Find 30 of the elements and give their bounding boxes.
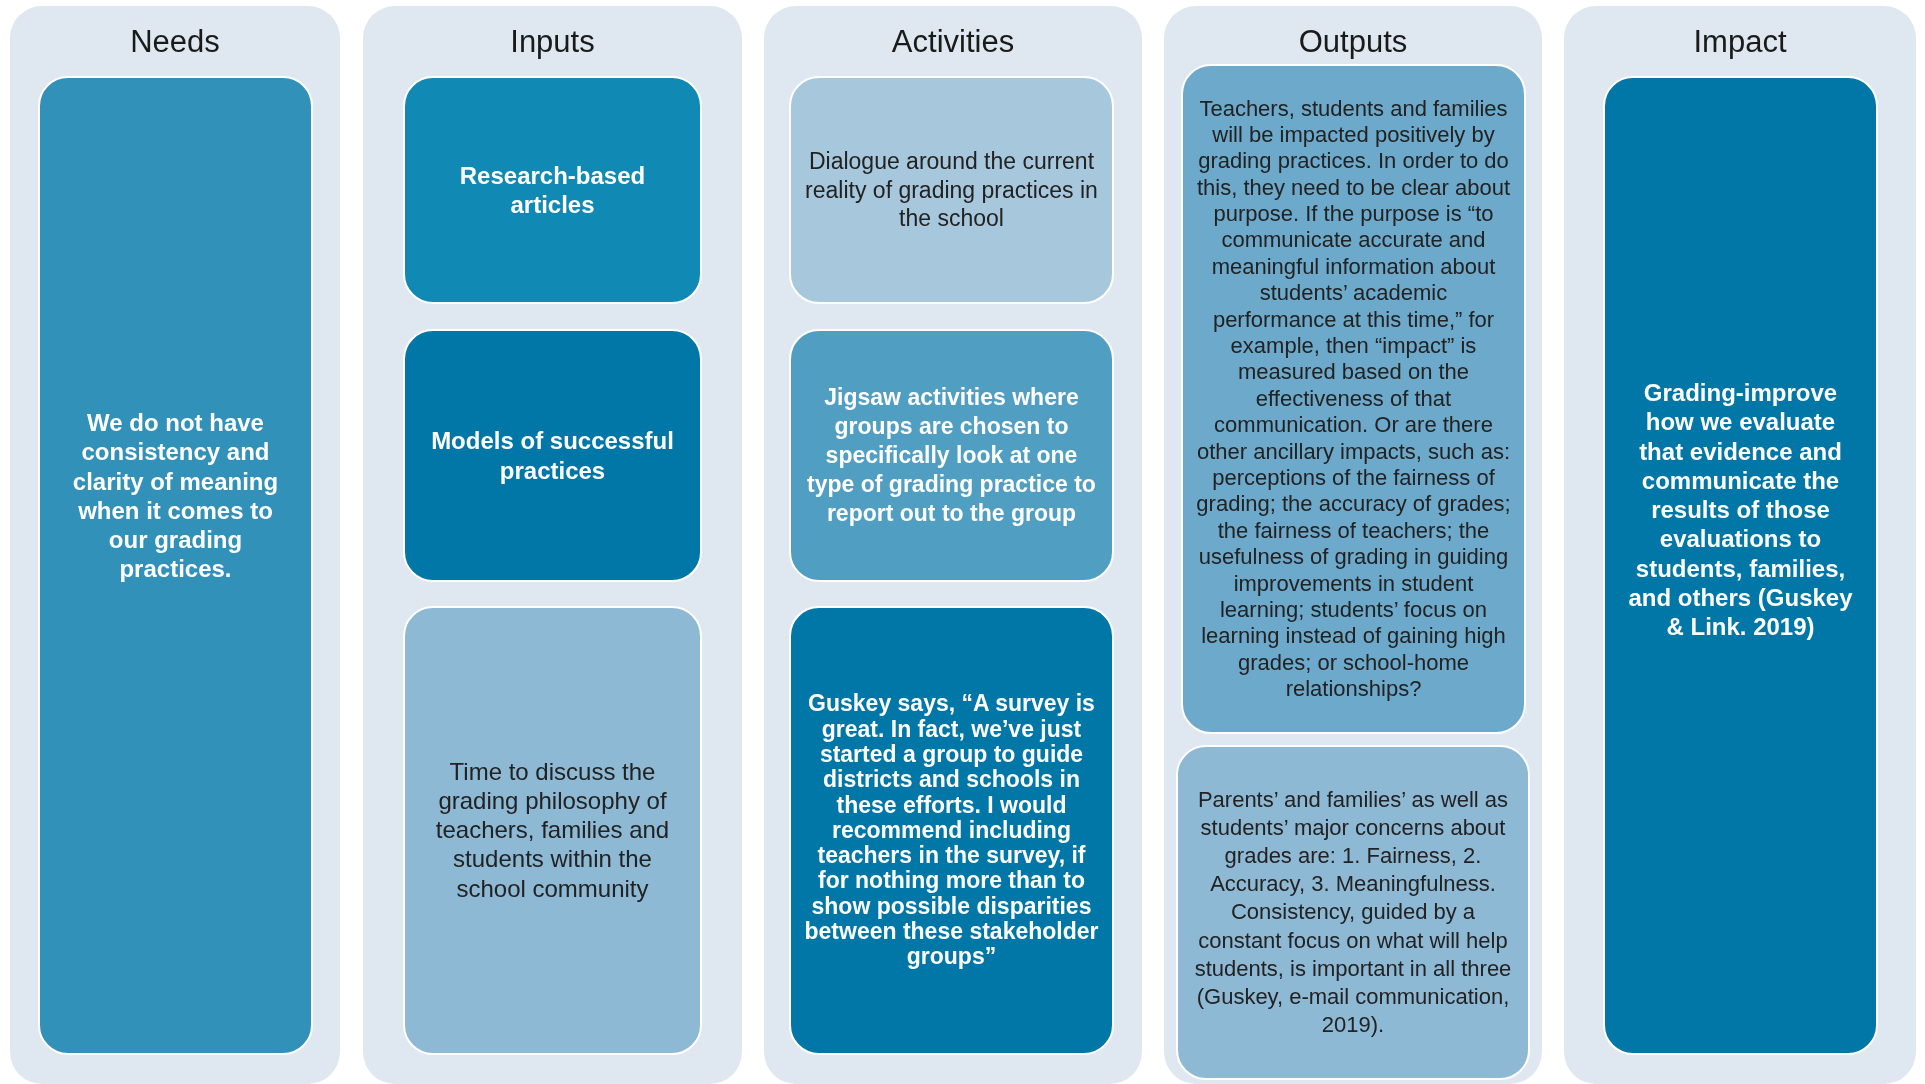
column-panel — [764, 6, 1142, 1084]
content-box — [1603, 76, 1878, 1055]
content-box — [38, 76, 313, 1055]
box-text: Research-based articles — [458, 160, 647, 220]
content-box — [1176, 745, 1530, 1080]
content-box — [403, 76, 702, 304]
box-text: Dialogue around the current reality of grading practices in the school — [804, 146, 1099, 234]
column-heading: Impact — [1693, 24, 1787, 60]
column-heading: Activities — [891, 24, 1015, 60]
box-text: Time to discuss the grading philosophy of teachers, families and students within the school community — [434, 756, 671, 903]
content-box — [789, 606, 1114, 1055]
column-heading: Inputs — [510, 24, 595, 60]
column-panel — [10, 6, 340, 1084]
box-text: Models of successful practices — [430, 426, 675, 485]
content-box — [403, 329, 702, 582]
content-box — [789, 76, 1114, 304]
column-panel — [1164, 6, 1542, 1084]
box-text: Parents’ and families’ as well as students’ major concerns about grades are: 1. Fairness, 2. Accuracy, 3. Meaningfulness. Consistency, guided by a constant focus on what will help students, is important in all three (Guskey, e-mail communication, 2019). — [1193, 785, 1513, 1040]
box-text: We do not have consistency and clarity of meaning when it comes to our grading practices. — [71, 408, 280, 584]
column-heading: Outputs — [1298, 24, 1408, 60]
box-text: Jigsaw activities where groups are chosen to specifically look at one type of grading practice to report out to the group — [806, 383, 1097, 528]
content-box — [403, 606, 702, 1055]
column-panel — [1564, 6, 1916, 1084]
content-box — [1181, 64, 1526, 734]
column-panel — [363, 6, 742, 1084]
box-text: Teachers, students and families will be impacted positively by grading practices. In order to do this, they need to be clear about purpose. If the purpose is “to communicate accurate and meaningful information about students’ academic performance at this time,” for example, then “impact” is measured based on the effectiveness of that communication. Or are there other ancillary impacts, such as: perceptions of the fairness of grading; the accuracy of grades; the fairness of teachers; the usefulness of grading in guiding improvements in student learning; students’ focus on learning instead of gaining high grades; or school-home relationships? — [1195, 95, 1512, 703]
content-box — [789, 329, 1114, 582]
box-text: Guskey says, “A survey is great. In fact, we’ve just started a group to guide districts and schools in these efforts. I would recommend including teachers in the survey, if for nothing more than to show possible disparities between these stakeholder groups” — [803, 691, 1100, 970]
box-text: Grading-improve how we evaluate that evidence and communicate the results of those evaluations to students, families, and others (Guskey & Link. 2019) — [1627, 378, 1854, 642]
column-heading: Needs — [130, 24, 220, 60]
